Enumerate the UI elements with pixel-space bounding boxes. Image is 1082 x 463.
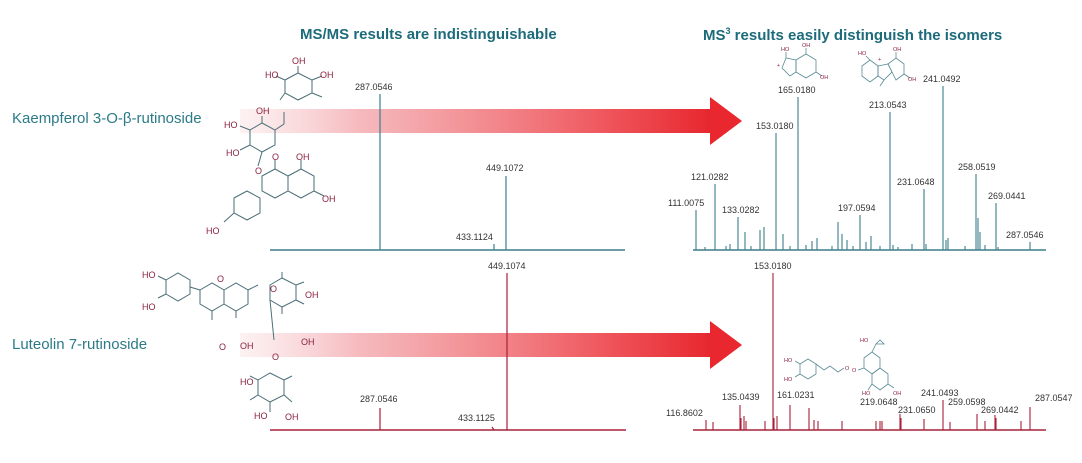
- peak-label: 153.0180: [756, 121, 794, 131]
- molecule-text: HO: [858, 51, 867, 57]
- molecule-text: HO: [784, 377, 793, 383]
- peak-label: 449.1072: [486, 163, 524, 173]
- peak-label: 213.0543: [869, 100, 907, 110]
- heading-ms3: MS3 results easily distinguish the isome…: [703, 26, 1002, 44]
- molecule-text: OH: [320, 70, 334, 80]
- spectrum-luteolin-msms: [270, 273, 626, 431]
- molecule-text: O: [270, 284, 277, 294]
- molecule-text: OH: [893, 47, 901, 53]
- arrow-top: [240, 97, 742, 145]
- peak-label: 231.0650: [898, 405, 936, 415]
- peak-label: 287.0546: [360, 394, 398, 404]
- molecule-text: OH: [296, 152, 310, 162]
- peak-label: 241.0492: [923, 74, 961, 84]
- arrow-bottom: [240, 321, 742, 369]
- molecule-text: OH: [908, 77, 916, 83]
- molecule-text: O: [217, 274, 224, 284]
- peak-label: 135.0439: [722, 392, 760, 402]
- peak-label: 258.0519: [958, 162, 996, 172]
- molecule-luteolin-rutinoside: [157, 272, 305, 412]
- molecule-text: HO: [781, 47, 790, 53]
- molecule-text: +: [777, 63, 780, 69]
- molecule-text: O: [852, 368, 857, 374]
- heading-ms3-superscript: 3: [725, 26, 731, 36]
- molecule-kaempferol-rutinoside: [223, 66, 325, 223]
- molecule-text: HO: [240, 377, 254, 387]
- peak-label: 219.0648: [860, 397, 898, 407]
- molecule-text: OH: [256, 106, 270, 116]
- molecule-text: OH: [305, 290, 319, 300]
- molecule-text: HO: [224, 120, 238, 130]
- peak-label: 259.0598: [948, 397, 986, 407]
- peak-label: 433.1125: [458, 413, 495, 423]
- molecule-text: OH: [292, 56, 306, 66]
- molecule-text: HO: [784, 358, 793, 364]
- molecule-text: O: [845, 366, 850, 372]
- molecule-text: OH: [285, 412, 299, 422]
- peak-label: 111.0075: [668, 198, 704, 208]
- peak-label: 153.0180: [754, 261, 792, 271]
- peak-label: 161.0231: [777, 390, 815, 400]
- peak-label: 269.0442: [981, 405, 1019, 415]
- molecule-text: HO: [142, 302, 156, 312]
- molecule-text: O: [219, 342, 226, 352]
- fragment-structure-219: [857, 339, 895, 391]
- peak-label: 287.0546: [1006, 230, 1044, 240]
- molecule-text: +: [878, 57, 881, 63]
- spectrum-kaempferol-msms: [270, 94, 625, 251]
- peak-label: 165.0180: [778, 85, 816, 95]
- heading-msms: MS/MS results are indistinguishable: [300, 26, 557, 43]
- peak-label: 116.8602: [666, 408, 703, 418]
- molecule-text: HO: [142, 270, 156, 280]
- peak-label: 269.0441: [988, 191, 1026, 201]
- peak-label: 287.0546: [355, 82, 393, 92]
- peak-label: 241.0493: [921, 388, 959, 398]
- peak-label: 287.0547: [1035, 393, 1073, 403]
- molecule-text: O: [272, 152, 279, 162]
- spectrum-luteolin-ms3: [693, 273, 1046, 431]
- peak-label: 197.0594: [838, 203, 876, 213]
- molecule-text: HO: [862, 391, 871, 397]
- molecule-text: HO: [226, 148, 240, 158]
- molecule-text: OH: [820, 75, 828, 81]
- molecule-text: HO: [254, 411, 268, 421]
- peak-label: 133.0282: [722, 205, 760, 215]
- fragment-structure-161: [794, 358, 845, 380]
- peak-label: 231.0648: [897, 177, 935, 187]
- molecule-text: OH: [240, 341, 254, 351]
- fragment-structure-165: [781, 48, 823, 79]
- molecule-text: OH: [322, 194, 336, 204]
- molecule-text: HO: [265, 70, 279, 80]
- fragment-structure-213: [861, 52, 911, 87]
- heading-ms3-suffix: results easily distinguish the isomers: [730, 27, 1003, 44]
- peak-label: 121.0282: [691, 172, 729, 182]
- molecule-text: O: [272, 352, 279, 362]
- molecule-text: OH: [301, 337, 315, 347]
- molecule-text: O: [255, 166, 262, 176]
- molecule-text: OH: [802, 43, 810, 49]
- compound-label-luteolin: Luteolin 7-rutinoside: [12, 336, 148, 353]
- peak-label: 449.1074: [488, 261, 526, 271]
- peak-label: 433.1124: [456, 232, 493, 242]
- molecule-text: HO: [860, 338, 869, 344]
- heading-ms3-prefix: MS: [703, 27, 726, 44]
- spectrum-kaempferol-ms3: [693, 86, 1046, 251]
- compound-label-kaempferol: Kaempferol 3-O-β-rutinoside: [12, 110, 202, 127]
- molecule-text: HO: [206, 226, 220, 236]
- molecule-text: OH: [893, 391, 901, 397]
